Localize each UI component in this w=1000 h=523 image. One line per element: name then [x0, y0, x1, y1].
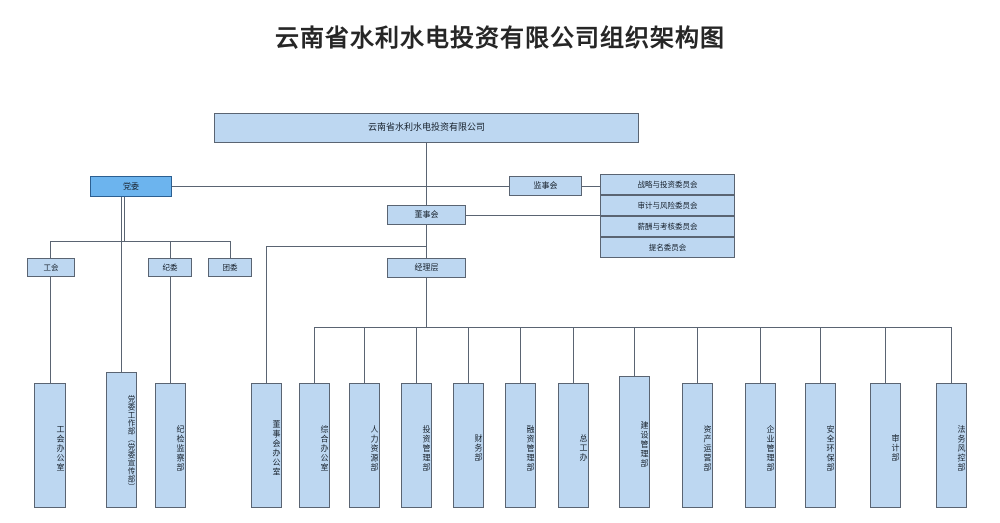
- connector-party-bus-to-union: [50, 241, 51, 258]
- node-department-1[interactable]: 综合办公室: [299, 383, 330, 508]
- node-committee-1[interactable]: 审计与风险委员会: [600, 195, 735, 216]
- connector-dept-drop-6: [573, 327, 574, 383]
- connector-dept-drop-1: [314, 327, 315, 383]
- connector-party-bus: [50, 241, 230, 242]
- connector-dept-drop-8: [697, 327, 698, 383]
- node-youth-league[interactable]: 团委: [208, 258, 252, 277]
- connector-dept-drop-10: [820, 327, 821, 383]
- node-department-5[interactable]: 融资管理部: [505, 383, 536, 508]
- connector-party-long-stem: [121, 197, 122, 383]
- connector-level2-bus: [172, 186, 716, 187]
- node-committee-3[interactable]: 提名委员会: [600, 237, 735, 258]
- node-department-7[interactable]: 建设管理部: [619, 376, 650, 508]
- node-party-committee[interactable]: 党委: [90, 176, 172, 197]
- connector-dept-drop-9: [760, 327, 761, 383]
- node-party-dept-0[interactable]: 工会办公室: [34, 383, 66, 508]
- node-board-of-directors[interactable]: 董事会: [387, 205, 466, 225]
- connector-management-stem: [426, 278, 427, 327]
- connector-discipline-to-dept: [170, 277, 171, 383]
- node-department-8[interactable]: 资产运营部: [682, 383, 713, 508]
- node-department-10[interactable]: 安全环保部: [805, 383, 836, 508]
- node-board-of-supervisors[interactable]: 监事会: [509, 176, 582, 196]
- connector-dept-drop-2: [364, 327, 365, 383]
- connector-dept-drop-11: [885, 327, 886, 383]
- node-party-dept-1[interactable]: 党委工作部（党委宣传部）: [106, 372, 137, 508]
- connector-board-left-drop: [266, 246, 267, 383]
- connector-party-bus-to-league: [230, 241, 231, 258]
- connector-dept-drop-12: [951, 327, 952, 383]
- node-department-11[interactable]: 审计部: [870, 383, 901, 508]
- connector-dept-drop-7: [634, 327, 635, 376]
- node-department-6[interactable]: 总工办: [558, 383, 589, 508]
- connector-dept-drop-5: [520, 327, 521, 383]
- connector-board-stem: [426, 225, 427, 258]
- connector-dept-drop-4: [468, 327, 469, 383]
- node-party-dept-2[interactable]: 纪检监察部: [155, 383, 186, 508]
- connector-party-bus-to-discipline: [170, 241, 171, 258]
- connector-department-bus: [314, 327, 951, 328]
- node-discipline-committee[interactable]: 纪委: [148, 258, 192, 277]
- connector-party-stem: [124, 197, 125, 241]
- node-department-9[interactable]: 企业管理部: [745, 383, 776, 508]
- node-labor-union[interactable]: 工会: [27, 258, 75, 277]
- node-department-12[interactable]: 法务风控部: [936, 383, 967, 508]
- connector-to-board-of-directors: [426, 186, 427, 205]
- node-department-3[interactable]: 投资管理部: [401, 383, 432, 508]
- node-company[interactable]: 云南省水利水电投资有限公司: [214, 113, 639, 143]
- page-title: 云南省水利水电投资有限公司组织架构图: [275, 25, 725, 52]
- connector-dept-drop-3: [416, 327, 417, 383]
- connector-board-left-branch: [266, 246, 427, 247]
- node-management[interactable]: 经理层: [387, 258, 466, 278]
- node-committee-2[interactable]: 薪酬与考核委员会: [600, 216, 735, 237]
- node-department-0[interactable]: 董事会办公室: [251, 383, 282, 508]
- connector-company-stem: [426, 143, 427, 186]
- connector-union-to-office: [50, 277, 51, 383]
- node-committee-0[interactable]: 战略与投资委员会: [600, 174, 735, 195]
- node-department-2[interactable]: 人力资源部: [349, 383, 380, 508]
- connector-board-to-committees: [466, 215, 601, 216]
- node-department-4[interactable]: 财务部: [453, 383, 484, 508]
